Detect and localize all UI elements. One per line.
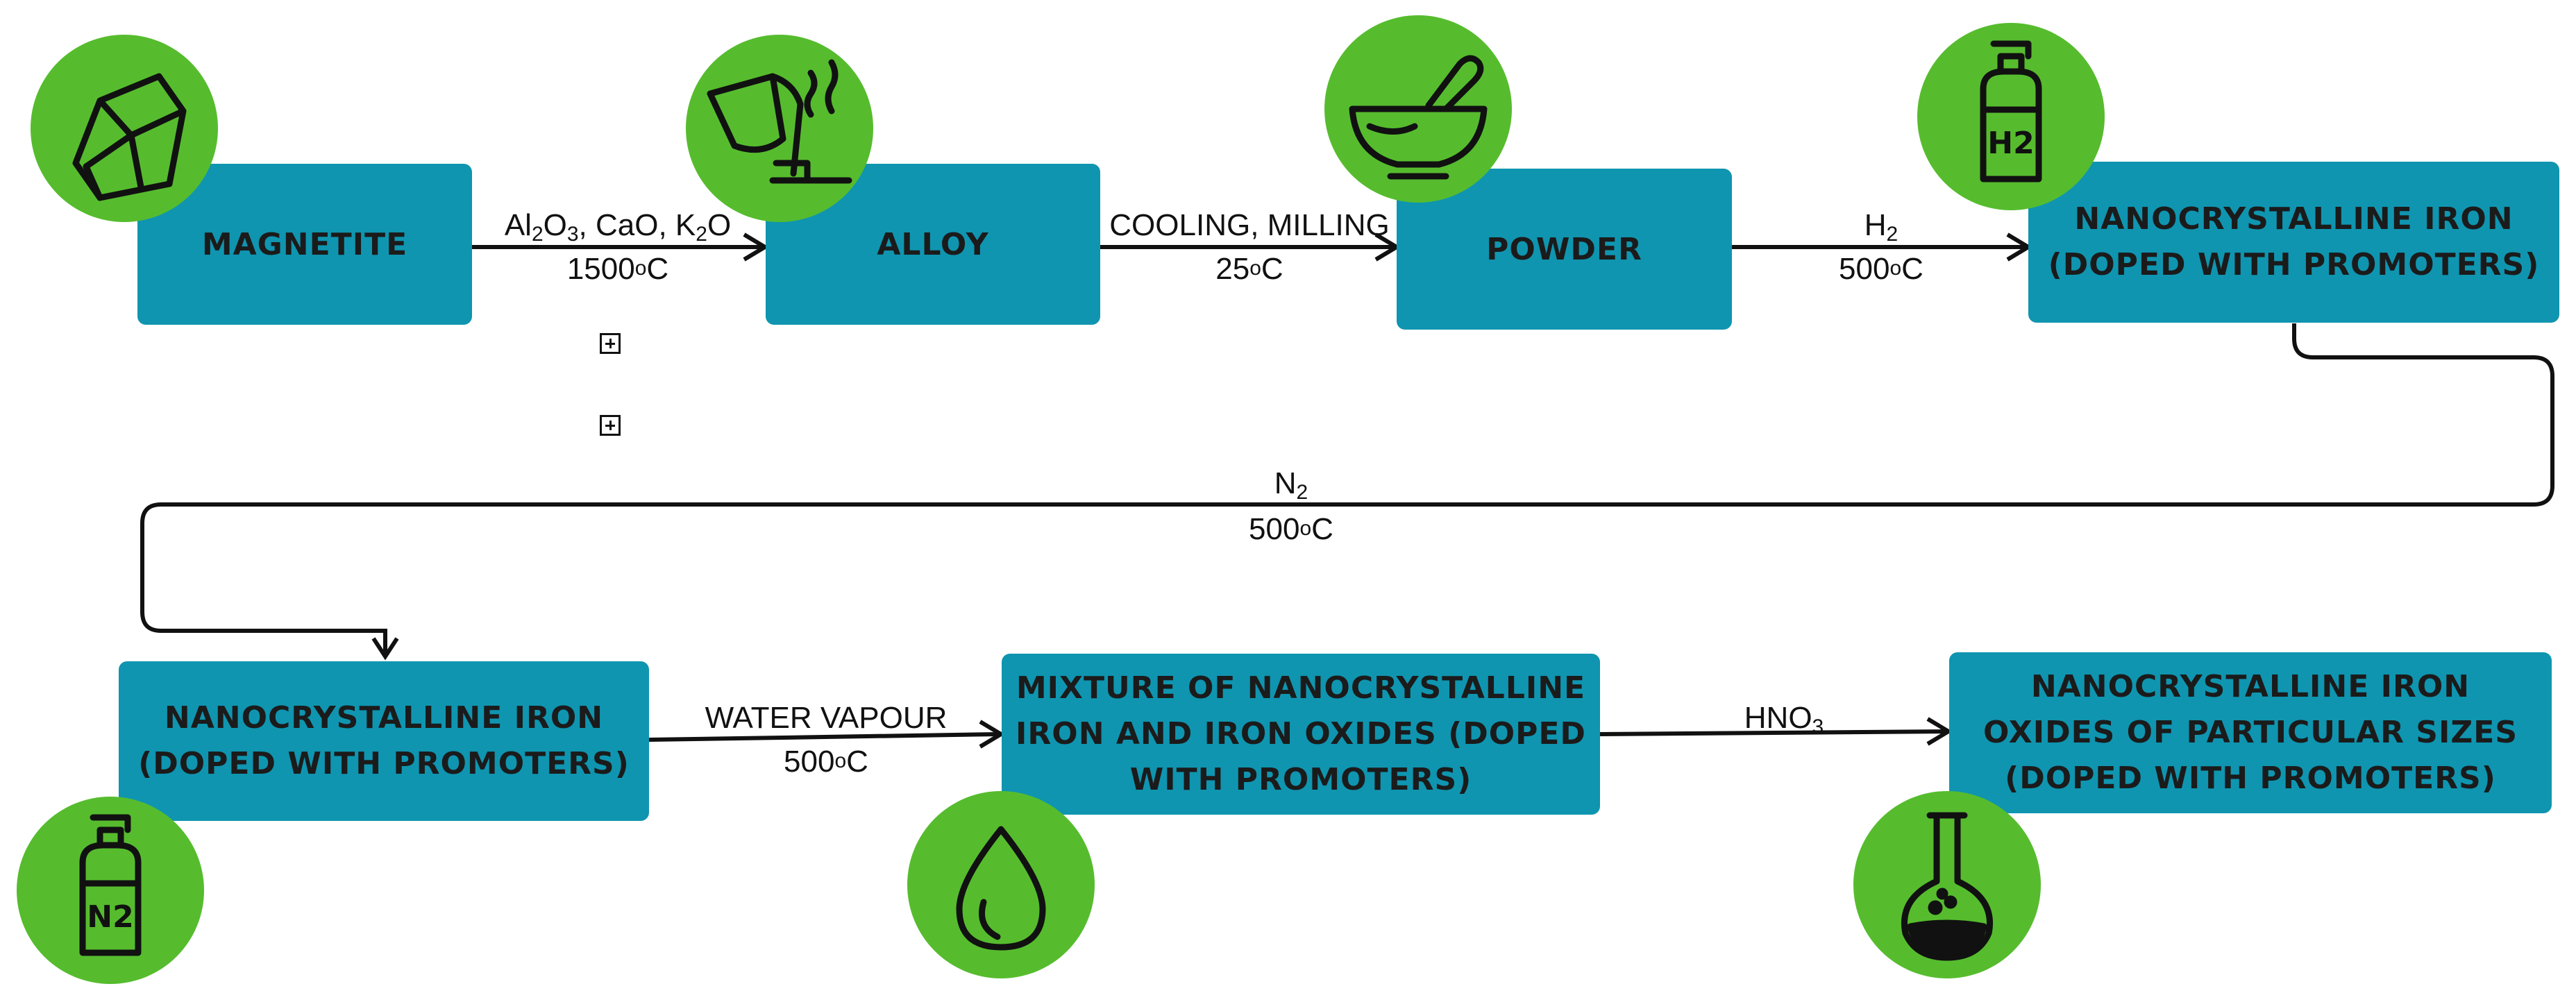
water-drop-icon — [907, 791, 1095, 978]
edge-label-temp-500-n2: 500oC — [1249, 512, 1333, 546]
flask-icon — [1853, 791, 2041, 978]
arrowhead — [1926, 717, 1953, 746]
edge-label-h2: H2 — [1864, 208, 1899, 246]
edge-label-promoters: Al2O3, CaO, K2O — [504, 208, 732, 246]
gas-bottle-icon-n2: N2 — [17, 797, 204, 984]
edge-label-temp-500-h2: 500oC — [1839, 252, 1923, 286]
node-nanocrystalline-iron-top: NANOCRYSTALLINE IRON (DOPED WITH PROMOTE… — [2028, 162, 2559, 323]
edge-label-water-vapour: WATER VAPOUR — [705, 701, 948, 735]
mortar-pestle-icon-graphic — [1349, 55, 1488, 180]
edge-iron-iron-loop — [140, 323, 2554, 656]
h2-bottle-label: H2 — [1987, 126, 2035, 161]
pouring-crucible-icon — [686, 35, 873, 222]
node-mixture: MIXTURE OF NANOCRYSTALLINE IRON AND IRON… — [1002, 654, 1600, 815]
expand-marker[interactable] — [600, 415, 621, 436]
gas-bottle-icon-graphic — [1980, 40, 2042, 183]
mortar-pestle-icon — [1324, 15, 1512, 203]
node-oxides: NANOCRYSTALLINE IRON OXIDES OF PARTICULA… — [1949, 652, 2552, 813]
crystal-rock-icon-graphic — [72, 73, 187, 201]
arrowhead — [371, 637, 399, 661]
water-drop-icon-graphic — [956, 826, 1046, 951]
edge-label-temp-25: 25oC — [1215, 252, 1283, 286]
edge-label-temp-1500: 1500oC — [566, 252, 669, 286]
crystal-rock-icon — [31, 35, 218, 222]
gas-bottle-icon-h2: H2 — [1917, 23, 2105, 210]
flask-icon-graphic — [1901, 812, 1993, 961]
arrowhead — [979, 720, 1005, 749]
edge-iron-mixture — [648, 732, 1000, 742]
edge-label-temp-500-water: 500oC — [784, 745, 868, 779]
edge-label-n2: N2 — [1274, 466, 1308, 504]
edge-label-cooling-milling: COOLING, MILLING — [1109, 208, 1390, 242]
n2-bottle-label: N2 — [87, 899, 134, 935]
edge-mixture-oxides — [1599, 729, 1948, 736]
edge-label-hno3: HNO3 — [1744, 701, 1824, 738]
pouring-crucible-icon-graphic — [707, 59, 852, 184]
arrowhead — [743, 232, 769, 262]
gas-bottle-icon-graphic — [79, 814, 142, 956]
expand-marker[interactable] — [600, 333, 621, 354]
node-nanocrystalline-iron-bottom: NANOCRYSTALLINE IRON (DOPED WITH PROMOTE… — [119, 661, 649, 821]
